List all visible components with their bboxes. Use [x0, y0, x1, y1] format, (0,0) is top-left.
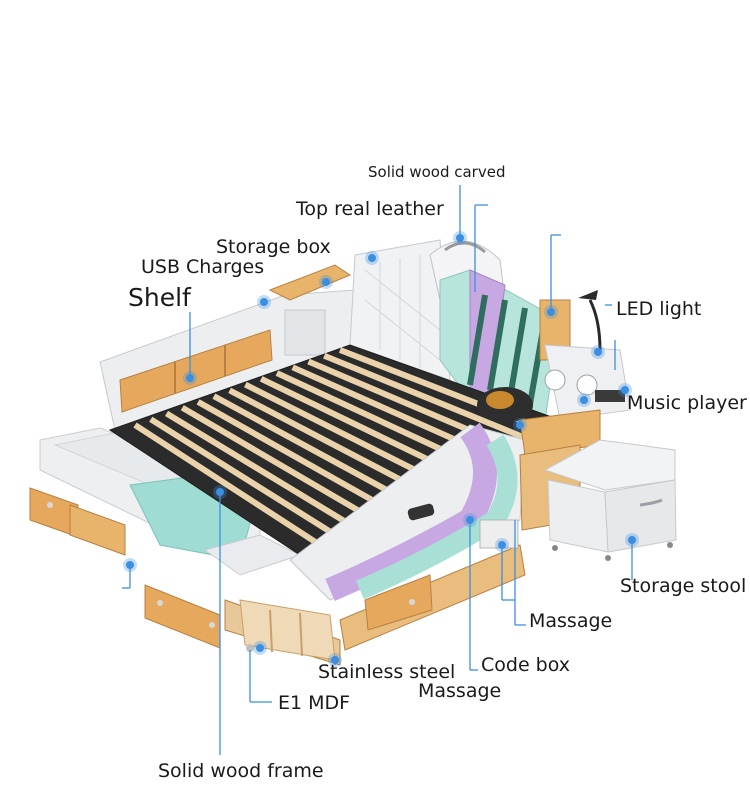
- leader-lines: [122, 185, 633, 755]
- marker-dot: [594, 348, 602, 356]
- bed-slat: [180, 405, 374, 522]
- label-solid-wood-frame: Solid wood frame: [158, 760, 324, 782]
- marker-dot: [126, 561, 134, 569]
- front-base: [224, 544, 526, 666]
- bed-slat: [149, 416, 339, 539]
- label-usb-charges: USB Charges: [141, 256, 265, 278]
- marker-dot: [466, 516, 474, 524]
- label-music-player: Music player: [627, 392, 747, 414]
- label-massage-bottom: Massage: [418, 680, 502, 702]
- marker-dot: [216, 488, 224, 496]
- storage-stool-shape: [543, 439, 677, 561]
- label-led-light: LED light: [616, 298, 702, 320]
- marker-dot: [628, 536, 636, 544]
- label-code-box: Code box: [481, 654, 571, 676]
- label-top-real-leather: Top real leather: [296, 198, 444, 220]
- label-shelf: Shelf: [128, 283, 191, 312]
- left-drawers: [29, 487, 221, 649]
- bed-slat: [228, 387, 426, 495]
- marker-dot: [621, 386, 629, 394]
- label-e1-mdf: E1 MDF: [278, 692, 351, 714]
- massage-backrest: [439, 269, 571, 421]
- marker-dot: [186, 374, 194, 382]
- label-massage-right: Massage: [529, 610, 613, 632]
- music-nightstand: [544, 290, 631, 421]
- marker-dots: [123, 231, 639, 667]
- marker-dot: [256, 644, 264, 652]
- marker-dot: [368, 254, 376, 262]
- bed-slat: [244, 381, 443, 486]
- marker-dot: [331, 656, 339, 664]
- bed-slat: [133, 422, 322, 548]
- marker-dot: [260, 298, 268, 306]
- slat-base: [108, 344, 562, 556]
- label-stainless-steel: Stainless steel: [318, 661, 456, 683]
- marker-dot: [498, 541, 506, 549]
- shelf-arm: [99, 264, 356, 431]
- bed-slat: [164, 410, 357, 530]
- bed-slat: [212, 393, 408, 504]
- label-solid-wood-carved: Solid wood carved: [368, 163, 506, 181]
- marker-dot: [580, 396, 588, 404]
- marker-dot: [547, 308, 555, 316]
- bed-slat: [323, 352, 529, 442]
- marker-dot: [516, 421, 524, 429]
- marker-dot: [322, 278, 330, 286]
- marker-dot: [456, 234, 464, 242]
- bed-slat: [196, 399, 391, 513]
- label-storage-box: Storage box: [216, 236, 331, 258]
- label-storage-stool: Storage stool: [620, 575, 747, 597]
- left-leather-frame: [39, 427, 302, 576]
